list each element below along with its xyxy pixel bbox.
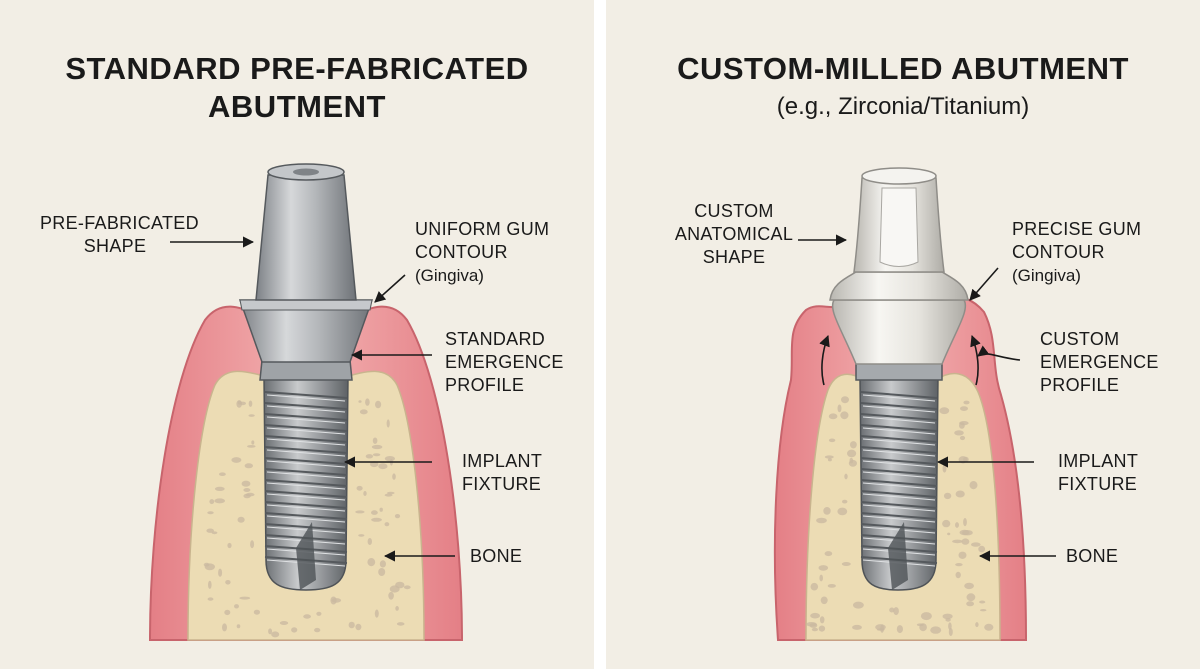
left-title-line1: STANDARD PRE-FABRICATED [65, 51, 529, 86]
abutment-post [255, 174, 357, 301]
bone-speckles [203, 398, 411, 638]
panel-divider [594, 0, 606, 669]
abutment-collar [259, 359, 353, 381]
label-prefabricated-shape: PRE-FABRICATED SHAPE [40, 213, 199, 256]
abutment-emergence [831, 299, 967, 365]
abutment-flat [879, 187, 919, 267]
standard-abutment-illustration [148, 163, 464, 641]
label-implant-fixture: IMPLANT FIXTURE [462, 451, 543, 494]
label-bone: BONE [470, 546, 523, 566]
custom-abutment-panel: CUSTOM-MILLED ABUTMENT (e.g., Zirconia/T… [606, 0, 1200, 669]
label-uniform-gum-contour: UNIFORM GUM CONTOUR (Gingiva) [415, 219, 550, 285]
left-title: STANDARD PRE-FABRICATED ABUTMENT [30, 50, 564, 126]
emergence-arrow [977, 345, 1021, 361]
bone-speckles [806, 396, 994, 636]
implant-fixture [263, 377, 349, 591]
label-custom-anatomical-shape: CUSTOM ANATOMICAL SHAPE [674, 201, 794, 267]
label-standard-emergence-profile: STANDARD EMERGENCE PROFILE [445, 329, 564, 395]
standard-abutment-panel: STANDARD PRE-FABRICATED ABUTMENT PRE-FAB… [0, 0, 594, 669]
right-subtitle: (e.g., Zirconia/Titanium) [776, 93, 1030, 120]
right-title: CUSTOM-MILLED ABUTMENT [677, 51, 1129, 86]
gum-arrow [374, 274, 406, 303]
label-custom-emergence-profile: CUSTOM EMERGENCE PROFILE [1040, 329, 1159, 395]
custom-abutment-illustration [773, 167, 1056, 641]
label-bone: BONE [1066, 546, 1119, 566]
implant-fixture [859, 377, 939, 591]
label-precise-gum-contour: PRECISE GUM CONTOUR (Gingiva) [1012, 219, 1142, 285]
label-implant-fixture: IMPLANT FIXTURE [1058, 451, 1139, 494]
left-title-line2: ABUTMENT [208, 89, 386, 124]
abutment-shoulder [829, 271, 969, 301]
gum-arrow [969, 267, 999, 301]
